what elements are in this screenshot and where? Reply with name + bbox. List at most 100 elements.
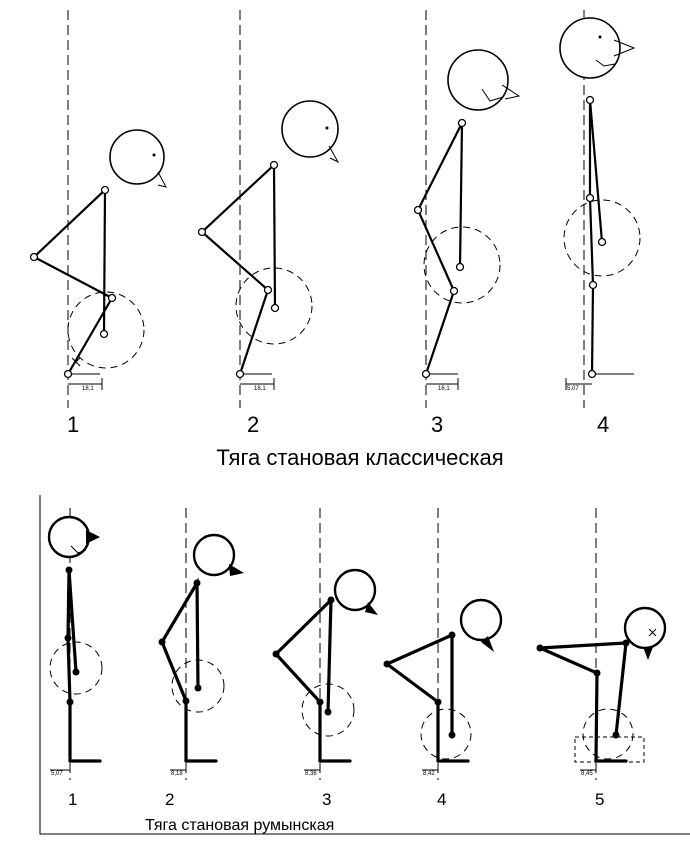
head-circle [333, 568, 377, 612]
hip-joint [272, 650, 280, 658]
cross-mark [71, 357, 81, 367]
romanian-figure-4: 8,42 4 [383, 508, 503, 809]
knee-joint [593, 669, 601, 677]
balance-circle [49, 641, 103, 695]
romanian-figure-2: 8,18 2 [158, 508, 244, 809]
balance-circle [423, 226, 501, 304]
shoulder-joint [448, 631, 456, 639]
romanian-title: Тяга становая румынская [145, 817, 334, 834]
nose-mark [328, 145, 340, 164]
nose-mark [86, 530, 100, 544]
head-circle [192, 533, 236, 577]
head-circle [459, 598, 503, 642]
hip-joint [158, 638, 166, 646]
balance-circle [235, 267, 313, 345]
hand-joint [448, 731, 456, 739]
shoulder-joint [585, 95, 595, 105]
balance-circle [420, 708, 472, 760]
stick-body [66, 569, 78, 763]
ankle-joint [235, 369, 245, 379]
head-circle [447, 49, 509, 111]
ankle-joint [63, 369, 73, 379]
romanian-figure-1: 5,07 1 [47, 508, 103, 809]
dimension-label: 8,18 [171, 771, 183, 777]
romanian-figure-3: 8,36 3 [272, 508, 378, 809]
knee-joint [263, 285, 273, 295]
figure-number: 3 [322, 790, 331, 809]
shoulder-joint [622, 639, 630, 647]
figure-number: 4 [437, 790, 446, 809]
dimension-label: 8,42 [423, 771, 435, 777]
hip-joint [536, 644, 544, 652]
hand-joint [455, 262, 465, 272]
stick-body [273, 596, 333, 763]
hand-joint [194, 684, 202, 692]
nose-mark [501, 84, 521, 100]
stick-body [160, 577, 200, 763]
dimension-label: 8,45 [581, 771, 593, 777]
dimension-label: 5,07 [567, 386, 579, 392]
hand-joint [597, 237, 607, 247]
hip-joint [29, 252, 39, 262]
head-circle [281, 100, 339, 158]
figure-number: 1 [67, 412, 79, 437]
shoulder-joint [65, 566, 73, 574]
head-circle [109, 129, 165, 185]
balance-circle [67, 291, 145, 369]
shoulder-joint [269, 160, 279, 170]
dimension-label: 16,1 [438, 386, 450, 392]
ankle-joint [421, 369, 431, 379]
knee-joint [66, 698, 74, 706]
foot-area-box [574, 736, 645, 763]
hip-joint [64, 634, 72, 642]
stick-body [32, 187, 114, 376]
hand-joint [612, 731, 620, 739]
hand-joint [270, 303, 280, 313]
figure-number: 5 [595, 790, 604, 809]
stick-body [383, 632, 454, 763]
knee-joint [588, 280, 598, 290]
shoulder-joint [327, 596, 335, 604]
stick-body [588, 99, 604, 376]
ankle-joint [587, 369, 597, 379]
classic-figure-3: 16,1 3 [413, 10, 521, 437]
hand-joint [324, 708, 332, 716]
shoulder-joint [100, 185, 110, 195]
knee-joint [434, 698, 442, 706]
dimension-label: 18,1 [254, 386, 266, 392]
balance-circle [563, 199, 641, 277]
classic-deadlift-section: 18,1 1 18,1 2 [29, 10, 641, 470]
stick-body [539, 641, 628, 763]
hip-joint [585, 193, 595, 203]
shoulder-joint [457, 118, 467, 128]
figure-number: 1 [68, 790, 77, 809]
hip-joint [197, 227, 207, 237]
knee-joint [182, 697, 190, 705]
figure-number: 3 [431, 412, 443, 437]
hand-joint [99, 329, 109, 339]
balance-circle [582, 708, 634, 760]
nose-mark [643, 647, 653, 660]
mouth-mark [70, 545, 87, 554]
classic-figure-1: 18,1 1 [29, 10, 167, 437]
shoulder-joint [193, 579, 201, 587]
mouth-mark [595, 59, 616, 67]
knee-joint [316, 698, 324, 706]
figure-number: 2 [247, 412, 259, 437]
eye-cross-mark [648, 628, 657, 637]
nose-mark [481, 636, 494, 652]
head-circle [623, 606, 667, 650]
romanian-deadlift-section: 5,07 1 8,18 2 [39, 495, 690, 835]
eye-dot [598, 35, 602, 39]
nose-mark [157, 171, 167, 188]
nose-mark [229, 564, 244, 576]
figure-number: 4 [597, 412, 609, 437]
mouth-mark [481, 88, 504, 102]
nose-mark [613, 39, 636, 57]
section-frame [39, 495, 690, 835]
hand-joint [72, 668, 80, 676]
knee-joint [449, 286, 459, 296]
hip-joint [383, 660, 391, 668]
dimension-label: 8,36 [305, 771, 317, 777]
